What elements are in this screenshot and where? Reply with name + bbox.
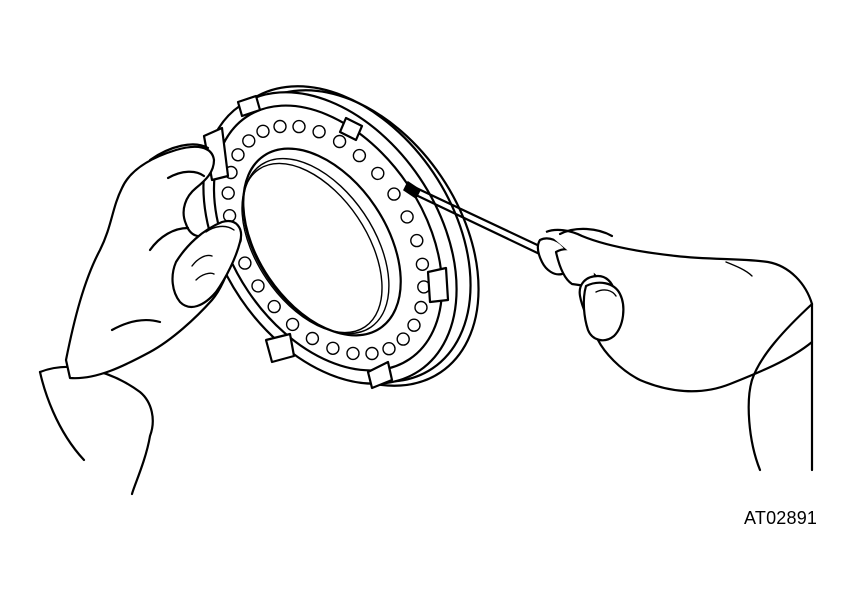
right-index-finger [558,227,614,238]
ring-tab-upper-right [338,116,364,142]
right-knuckle [725,261,753,277]
ring-assembly [202,85,480,390]
ring-tooth [332,134,347,149]
left-knuckle-1 [166,170,206,180]
ring-tooth [285,317,300,332]
ring-tooth [400,210,414,224]
ring-inner-hole [242,147,402,337]
ring-tooth [387,187,401,201]
ring-tooth [371,166,385,181]
left-hand [38,143,243,496]
ring-tab-top [236,94,262,118]
left-thumb-crease-2 [195,272,215,281]
ring-tooth [365,346,379,361]
left-knuckle-2 [148,226,190,252]
screwdriver-shaft-upper [410,184,550,252]
ring-inner-lip-2 [241,162,383,334]
ring-tab-right [426,266,450,304]
ring-tooth [305,331,320,346]
ring-tooth [410,233,424,248]
ring-tooth [346,346,360,361]
ring-tooth [292,119,306,134]
left-palm [64,145,239,380]
ring-tooth [382,342,396,356]
left-sleeve-cuff [38,365,154,496]
ring-tooth [415,257,430,271]
ring-tooth [231,148,245,162]
ring-tooth [326,341,340,355]
ring-tab-bottom [366,360,394,390]
ring-tooth [352,148,367,163]
right-sleeve-cuff [747,302,814,472]
ring-inner-lip-1 [242,157,390,335]
right-palm [545,228,814,393]
right-thumbnail [595,289,617,297]
ring-tooth [256,124,270,139]
ring-tooth [238,256,252,270]
screwdriver-shaft-lower [416,194,550,260]
left-thumb-crease-1 [191,254,213,267]
left-sleeve-lower [38,370,86,462]
ring-tooth [414,300,428,315]
ring-tooth [221,186,235,200]
ring-tooth [312,124,326,139]
left-wrist-line [110,319,162,332]
screwdriver-tip [403,180,421,200]
right-hand [545,227,814,472]
ring-tooth [251,279,265,293]
ring-tab-bottom-left [264,332,296,364]
left-thumb [171,220,243,309]
right-thumb [582,281,625,342]
left-finger-top [148,143,210,162]
screwdriver [403,180,596,288]
ring-tooth [242,134,256,148]
figure-code: AT02891 [744,508,818,528]
ring-tooth [273,119,287,134]
ring-tooth [396,332,410,346]
ring-tooth [267,299,281,314]
ring-tooth [407,318,421,332]
left-thumbnail [205,225,235,233]
